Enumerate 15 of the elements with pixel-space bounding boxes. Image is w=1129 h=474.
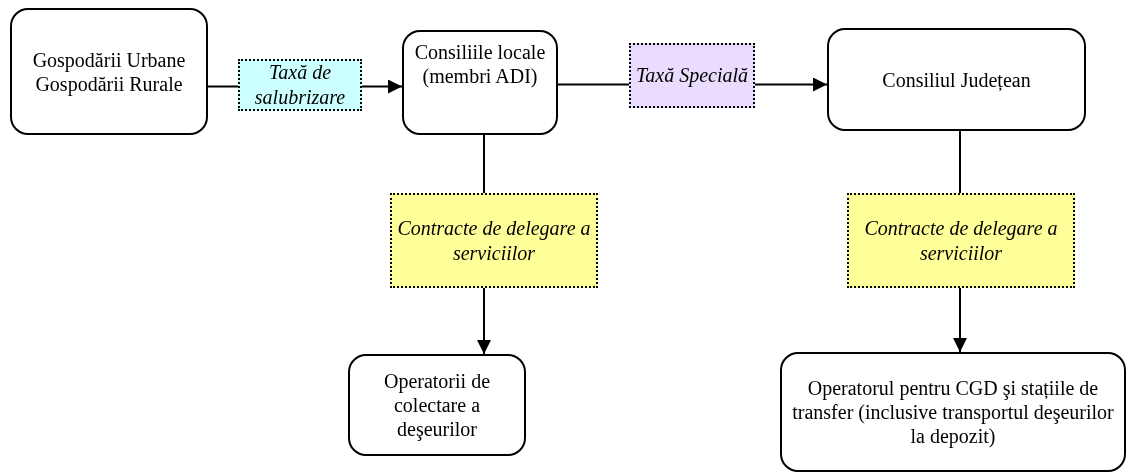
- rounded-box: [348, 354, 526, 456]
- node-text: Operatorul pentru CGD şi stațiile de transfer (inclusive transportul deşeurilor la depozit): [791, 376, 1115, 448]
- rounded-box: [780, 352, 1126, 472]
- node-text: Gospodării Rurale: [35, 72, 183, 96]
- edge-label: Contracte de delegare a serviciilor: [390, 193, 598, 288]
- node-text: Gospodării Urbane: [32, 47, 186, 72]
- rounded-box: [10, 8, 208, 135]
- rounded-box: [402, 30, 558, 135]
- edge-label: Contracte de delegare a serviciilor: [847, 193, 1075, 288]
- edge-label: Taxă de salubrizare: [238, 59, 362, 111]
- edge-label: Taxă Specială: [629, 43, 755, 108]
- node-text: Operatorii de colectare a deşeurilor: [382, 369, 492, 441]
- rounded-box: [827, 28, 1086, 131]
- node-text: Consiliul Județean: [882, 67, 1031, 92]
- node-text: Consiliile locale (membri ADI): [413, 40, 547, 88]
